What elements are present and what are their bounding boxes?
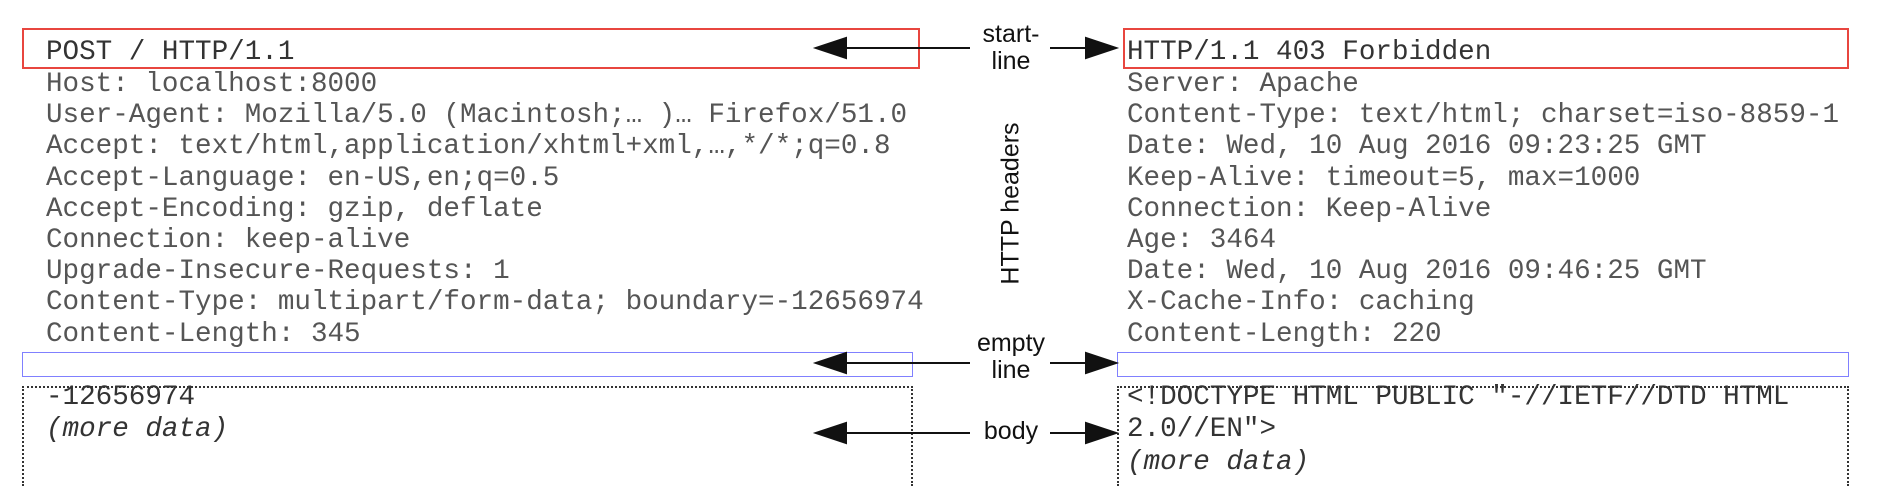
response-body-line: <!DOCTYPE HTML PUBLIC "-//IETF//DTD HTML [1127,382,1790,413]
response-body-box [1117,386,1849,486]
start-line-right-arrow [1050,36,1120,60]
response-start-line-box [1123,28,1849,69]
empty-line-right-arrow [1050,351,1120,375]
response-header-line: Date: Wed, 10 Aug 2016 09:46:25 GMT [1127,256,1707,288]
response-header-line: Keep-Alive: timeout=5, max=1000 [1127,162,1641,194]
response-header-line: Content-Type: text/html; charset=iso-885… [1127,100,1840,132]
start-line-label-2: line [991,47,1031,75]
request-body-line: (more data) [46,414,229,445]
request-header-line: Accept-Encoding: gzip, deflate [46,193,543,225]
request-header-line: Accept-Language: en-US,en;q=0.5 [46,162,560,194]
response-empty-line-box [1117,352,1849,377]
response-header-line: Content-Length: 220 [1127,318,1442,350]
empty-line-label-2: line [991,356,1031,384]
response-header-line: X-Cache-Info: caching [1127,287,1475,319]
response-header-line: Server: Apache [1127,69,1359,100]
request-header-line: Upgrade-Insecure-Requests: 1 [46,256,510,288]
empty-line-label: empty line [951,330,1071,384]
empty-line-label-1: empty [976,329,1046,357]
start-line-left-arrow [812,36,970,60]
response-body-line: (more data) [1127,447,1310,478]
request-header-line: Connection: keep-alive [46,225,411,256]
response-header-line: Date: Wed, 10 Aug 2016 09:23:25 GMT [1127,131,1707,163]
response-header-line: Age: 3464 [1127,225,1277,256]
request-header-line: Accept: text/html,application/xhtml+xml,… [46,131,891,163]
body-label: body [983,417,1039,445]
request-body-line: -12656974 [46,382,196,413]
response-start-line: HTTP/1.1 403 Forbidden [1127,37,1492,68]
request-header-line: Host: localhost:8000 [46,69,378,100]
request-body-box [22,386,913,486]
response-body-line: 2.0//EN"> [1127,414,1277,445]
body-right-arrow [1050,421,1120,445]
start-line-label-1: start- [982,20,1040,48]
request-header-line: User-Agent: Mozilla/5.0 (Macintosh;… )… … [46,100,908,132]
request-header-line: Content-Length: 345 [46,318,361,350]
empty-line-left-arrow [812,351,970,375]
response-header-line: Connection: Keep-Alive [1127,193,1492,225]
request-header-line: Content-Type: multipart/form-data; bound… [46,287,924,319]
request-start-line: POST / HTTP/1.1 [46,37,295,68]
start-line-label: start- line [951,21,1071,75]
body-left-arrow [812,421,970,445]
request-empty-line-box [22,352,913,377]
